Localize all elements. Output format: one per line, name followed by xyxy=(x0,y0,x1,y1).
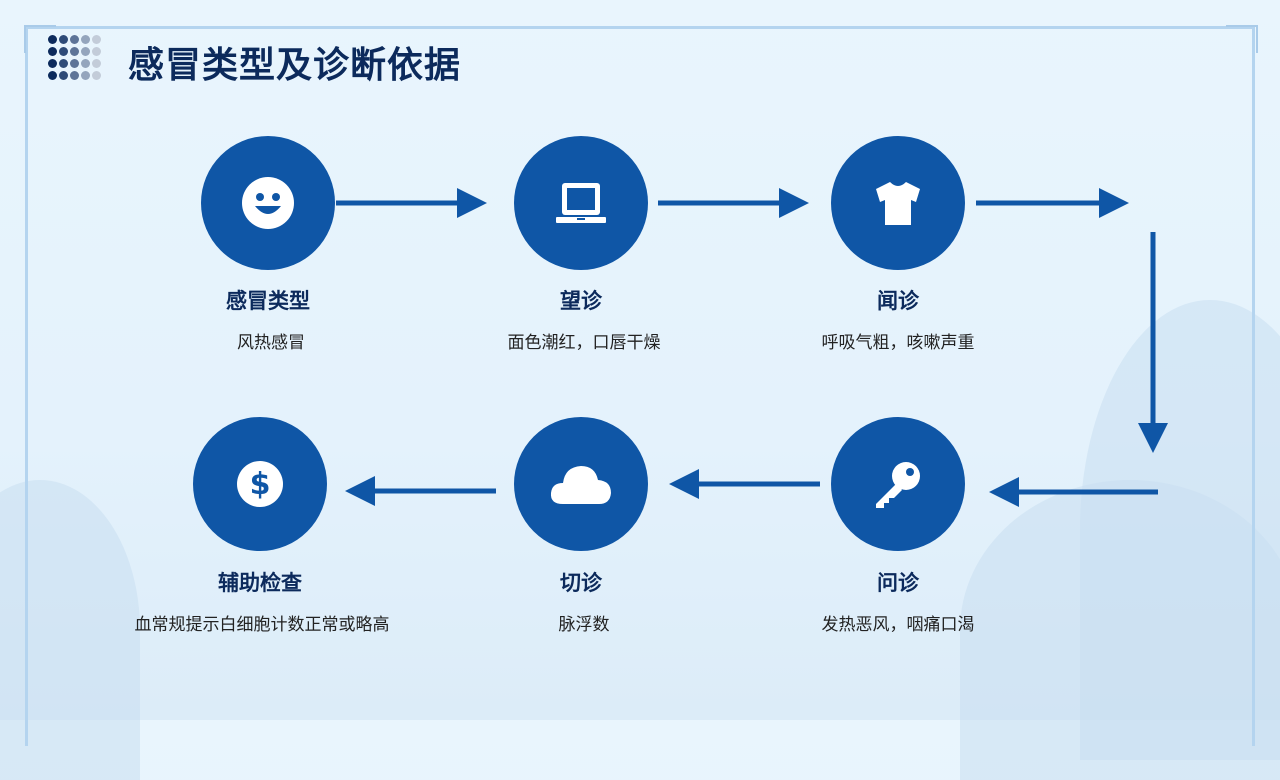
dollar-icon: $ xyxy=(237,461,283,507)
slide-frame xyxy=(25,26,1255,746)
step-circle-palpation xyxy=(514,417,648,551)
slide-title: 感冒类型及诊断依据 xyxy=(128,45,462,86)
step-desc: 脉浮数 xyxy=(558,615,610,635)
frame-corner-ornament xyxy=(24,25,56,53)
shirt-icon xyxy=(876,182,920,225)
step-title: 感冒类型 xyxy=(226,289,310,313)
step-desc: 风热感冒 xyxy=(237,333,305,353)
step-circle-listening xyxy=(831,136,965,270)
step-desc: 发热恶风，咽痛口渴 xyxy=(821,615,975,635)
step-desc: 呼吸气粗，咳嗽声重 xyxy=(821,333,975,353)
step-title: 切诊 xyxy=(560,571,602,595)
step-title: 问诊 xyxy=(877,571,919,595)
step-desc: 面色潮红，口唇干燥 xyxy=(507,333,661,353)
step-circle-inquiry xyxy=(831,417,965,551)
svg-text:$: $ xyxy=(250,467,271,502)
key-icon xyxy=(876,462,920,508)
step-title: 闻诊 xyxy=(877,289,919,313)
laptop-icon xyxy=(556,183,606,223)
step-desc: 血常规提示白细胞计数正常或略高 xyxy=(134,615,390,635)
dot-grid-decoration xyxy=(48,35,103,80)
flow-arrows xyxy=(336,188,1168,507)
step-circle-inspection xyxy=(514,136,648,270)
step-circle-cold-type xyxy=(201,136,335,270)
step-circle-auxiliary-exam: $ xyxy=(193,417,327,551)
step-title: 辅助检查 xyxy=(218,571,302,595)
step-title: 望诊 xyxy=(560,289,602,313)
frame-corner-ornament xyxy=(1226,25,1258,53)
smile-icon xyxy=(242,177,294,229)
cloud-icon xyxy=(550,466,611,504)
